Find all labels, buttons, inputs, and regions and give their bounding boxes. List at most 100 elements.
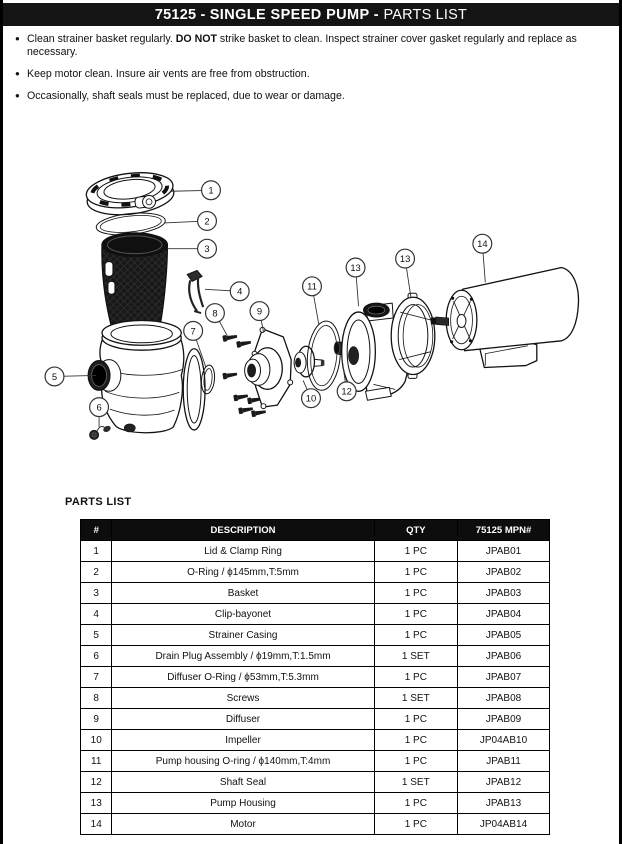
callout-circle xyxy=(395,248,416,269)
part-description: Diffuser O-Ring / ϕ53mm,T:5.3mm xyxy=(111,666,375,688)
callout-number: 9 xyxy=(257,305,262,316)
callout-circle xyxy=(336,381,357,402)
note-bold-segment: DO NOT xyxy=(175,33,217,45)
note-segment: Keep motor clean. Insure air vents are f… xyxy=(27,68,310,80)
callout-number: 5 xyxy=(52,371,57,382)
note-text: Occasionally, shaft seals must be replac… xyxy=(27,90,345,103)
part-mpn: JPAB13 xyxy=(457,792,550,814)
part-mpn: JPAB01 xyxy=(457,540,550,562)
part-mpn: JPAB08 xyxy=(457,687,550,709)
note-item: ● Keep motor clean. Insure air vents are… xyxy=(13,68,601,81)
callout-number: 4 xyxy=(237,286,242,297)
part-description: Basket xyxy=(111,582,375,604)
note-text: Clean strainer basket regularly. DO NOT … xyxy=(27,33,601,59)
part-qty: 1 PC xyxy=(373,708,459,730)
col-header-qty: QTY xyxy=(373,519,459,541)
part-lid-clamp-ring xyxy=(85,172,175,216)
part-motor xyxy=(430,266,580,369)
part-clip-bayonet xyxy=(186,269,205,315)
note-item: ● Occasionally, shaft seals must be repl… xyxy=(13,90,601,103)
callout-number: 10 xyxy=(306,393,316,404)
maintenance-notes: ● Clean strainer basket regularly. DO NO… xyxy=(13,33,601,112)
part-qty: 1 PC xyxy=(373,603,459,625)
part-qty: 1 PC xyxy=(373,792,459,814)
part-mpn: JPAB05 xyxy=(457,624,550,646)
callout-circle xyxy=(200,180,221,201)
part-number: 3 xyxy=(79,582,113,604)
part-qty: 1 SET xyxy=(373,687,459,709)
title-emphasis: SINGLE SPEED PUMP - xyxy=(209,6,384,23)
part-pump-housing xyxy=(341,302,410,401)
part-diffuser xyxy=(244,326,294,410)
note-segment: Occasionally, shaft seals must be replac… xyxy=(27,90,345,102)
callout-number: 14 xyxy=(477,238,487,249)
part-diffuser-o-ring xyxy=(200,364,216,395)
part-description: Strainer Casing xyxy=(111,624,375,646)
part-qty: 1 SET xyxy=(373,771,459,793)
bullet-icon: ● xyxy=(15,91,20,100)
callout-number: 1 xyxy=(208,185,213,196)
col-header-mpn: 75125 MPN# xyxy=(457,519,550,541)
title-suffix: PARTS LIST xyxy=(383,6,468,23)
page-title-bar: 75125 - SINGLE SPEED PUMP - PARTS LIST xyxy=(3,3,619,26)
callout-number: 11 xyxy=(307,281,317,292)
table-header-row: # DESCRIPTION QTY 75125 MPN# xyxy=(79,519,550,541)
part-number: 10 xyxy=(79,729,113,751)
part-mpn: JPAB04 xyxy=(457,603,550,625)
callout-number: 13 xyxy=(400,253,410,264)
part-pump-housing-o-ring xyxy=(306,320,341,391)
note-item: ● Clean strainer basket regularly. DO NO… xyxy=(13,33,601,59)
part-number: 13 xyxy=(79,792,113,814)
col-header-description: DESCRIPTION xyxy=(111,519,375,541)
part-number: 5 xyxy=(79,624,113,646)
part-description: Impeller xyxy=(111,729,375,751)
callout-circle xyxy=(472,233,493,254)
part-impeller xyxy=(293,345,325,378)
callout-circle xyxy=(301,276,322,297)
part-number: 7 xyxy=(79,666,113,688)
part-number: 4 xyxy=(79,603,113,625)
part-mpn: JPAB11 xyxy=(457,750,550,772)
callout-circle xyxy=(44,366,65,387)
bullet-icon: ● xyxy=(15,34,20,43)
part-mpn: JP04AB14 xyxy=(457,813,550,835)
part-description: Pump Housing xyxy=(111,792,375,814)
callout-circle xyxy=(197,238,218,259)
part-description: Drain Plug Assembly / ϕ19mm,T:1.5mm xyxy=(111,645,375,667)
callout-number: 12 xyxy=(341,386,351,397)
callout-number: 3 xyxy=(204,243,209,254)
part-mpn: JPAB03 xyxy=(457,582,550,604)
part-description: Screws xyxy=(111,687,375,709)
callout-number: 2 xyxy=(204,215,209,226)
col-header-num: # xyxy=(79,519,113,541)
callout-circle xyxy=(197,210,218,231)
callout-circle xyxy=(345,257,366,278)
title-prefix: 75125 - xyxy=(154,6,210,23)
part-qty: 1 PC xyxy=(373,561,459,583)
part-mpn: JPAB09 xyxy=(457,708,550,730)
part-mpn: JPAB07 xyxy=(457,666,550,688)
part-number: 14 xyxy=(79,813,113,835)
part-description: O-Ring / ϕ145mm,T:5mm xyxy=(111,561,375,583)
part-qty: 1 PC xyxy=(373,582,459,604)
part-strainer-casing xyxy=(87,319,206,434)
part-number: 11 xyxy=(79,750,113,772)
part-mpn: JPAB06 xyxy=(457,645,550,667)
part-qty: 1 PC xyxy=(373,666,459,688)
part-motor-bracket xyxy=(390,292,436,379)
note-segment: strike basket to clean. Inspect strainer… xyxy=(27,33,577,58)
part-qty: 1 SET xyxy=(373,645,459,667)
callout-number: 6 xyxy=(96,402,101,413)
